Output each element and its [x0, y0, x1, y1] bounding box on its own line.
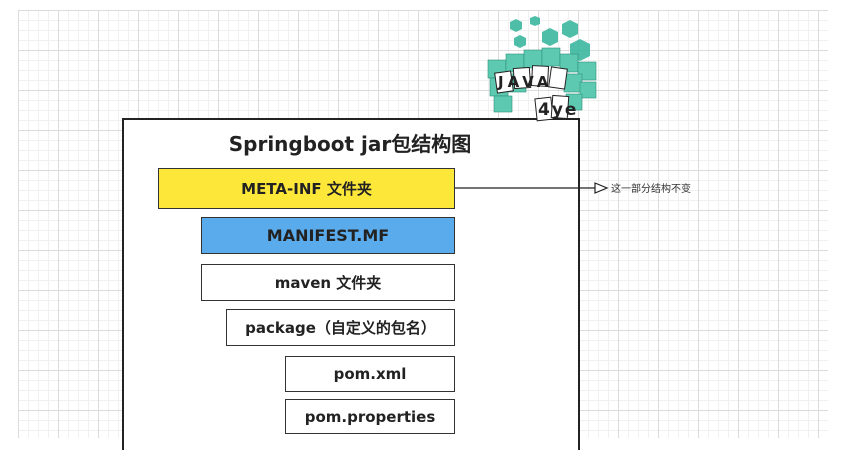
maven-folder-box[interactable]: maven 文件夹: [201, 264, 455, 301]
logo-java-text: JAVA: [497, 73, 552, 91]
meta-inf-box[interactable]: META-INF 文件夹: [158, 168, 455, 209]
diagram-title: Springboot jar包结构图: [228, 132, 472, 156]
connector-arrow: [455, 182, 609, 194]
java4ye-logo: JAVA 4ye: [487, 16, 597, 122]
pom-properties-box[interactable]: pom.properties: [285, 399, 455, 434]
pom-xml-box[interactable]: pom.xml: [285, 356, 455, 392]
logo-4ye-text: 4ye: [538, 100, 578, 120]
manifest-box[interactable]: MANIFEST.MF: [201, 217, 455, 254]
package-box[interactable]: package（自定义的包名）: [226, 309, 455, 346]
annotation-text: 这一部分结构不变: [611, 184, 691, 195]
